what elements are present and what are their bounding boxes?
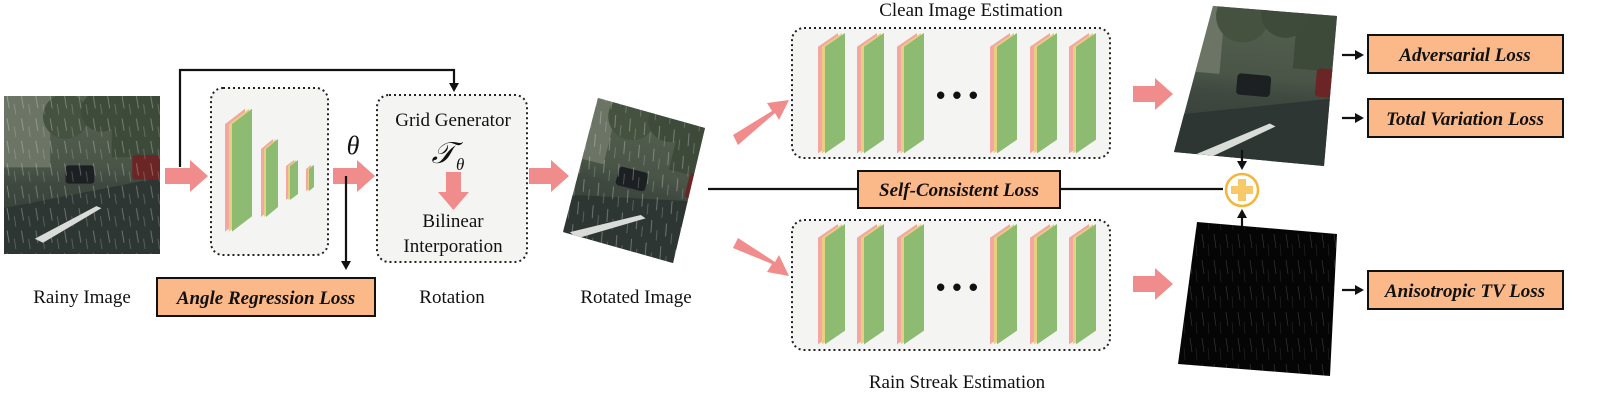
rain-streak-image: [1178, 222, 1337, 376]
theta-symbol: θ: [347, 131, 360, 160]
flow-arrow-2: [333, 160, 375, 192]
rotation-label: Rotation: [419, 287, 485, 308]
anisotropic-tv-loss-label: Anisotropic TV Loss: [1384, 281, 1545, 302]
rainy-image-label: Rainy Image: [33, 287, 131, 308]
flow-arrow-down: [438, 172, 469, 210]
flow-arrow-clean-out: [1133, 78, 1173, 110]
plus-circle-icon: [1224, 172, 1260, 208]
flow-arrow-1: [165, 160, 208, 192]
flow-arrow-up-diag: [733, 100, 789, 145]
adversarial-loss-box: [1367, 34, 1564, 74]
clean-ellipsis: • • •: [936, 80, 978, 110]
rain-ellipsis: • • •: [936, 272, 978, 302]
angle-regression-loss-label: Angle Regression Loss: [176, 288, 355, 309]
anisotropic-tv-loss-box: [1367, 270, 1564, 310]
regression-net-layers: [225, 108, 314, 232]
transform-subscript: θ: [456, 155, 464, 174]
self-consistent-loss-box: [857, 170, 1061, 209]
clean-output-image: [1174, 6, 1337, 166]
flow-arrow-3: [529, 160, 569, 192]
bilinear-label: Bilinear: [422, 211, 484, 232]
grid-generator-label: Grid Generator: [395, 110, 511, 131]
adversarial-loss-label: Adversarial Loss: [1398, 45, 1530, 66]
rain-estimation-label: Rain Streak Estimation: [869, 372, 1046, 393]
flow-arrow-rain-out: [1133, 268, 1173, 300]
total-variation-loss-box: [1367, 98, 1564, 138]
clean-estimation-label: Clean Image Estimation: [879, 0, 1063, 21]
total-variation-loss-label: Total Variation Loss: [1386, 109, 1544, 130]
self-consistent-loss-label: Self-Consistent Loss: [879, 180, 1039, 201]
interporation-label: Interporation: [403, 236, 503, 257]
flow-arrow-down-diag: [733, 238, 789, 276]
skip-connection-arrow: [178, 68, 459, 167]
rainy-image: [4, 96, 160, 254]
angle-regression-loss-box: [156, 277, 376, 317]
rotated-image-label: Rotated Image: [580, 287, 691, 308]
